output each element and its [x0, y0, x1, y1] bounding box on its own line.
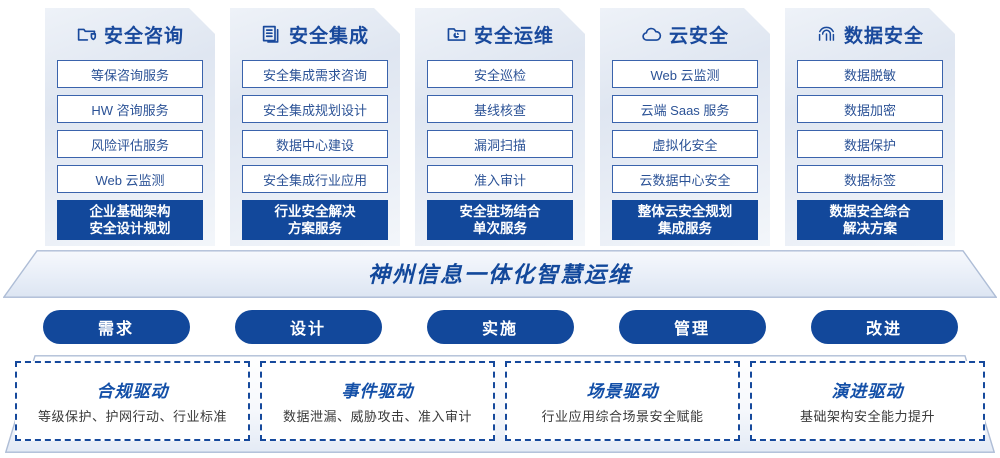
card-highlight-line: 企业基础架构 — [89, 204, 171, 219]
capability-card-security-operations[interactable]: 安全运维 安全巡检 基线核查 漏洞扫描 准入审计 安全驻场结合 单次服务 — [415, 8, 585, 246]
driver-card-evolution[interactable]: 演进驱动 基础架构安全能力提升 — [750, 361, 985, 441]
driver-row: 合规驱动 等级保护、护网行动、行业标准 事件驱动 数据泄漏、威胁攻击、准入审计 … — [0, 361, 1000, 445]
driver-card-incident[interactable]: 事件驱动 数据泄漏、威胁攻击、准入审计 — [260, 361, 495, 441]
folder-chart-icon — [446, 24, 467, 45]
card-item[interactable]: 基线核查 — [427, 95, 573, 123]
card-highlight-line: 安全驻场结合 — [459, 204, 541, 219]
driver-title: 合规驱动 — [96, 382, 169, 401]
capability-card-security-integration[interactable]: 安全集成 安全集成需求咨询 安全集成规划设计 数据中心建设 安全集成行业应用 行… — [230, 8, 400, 246]
capability-card-security-consulting[interactable]: 安全咨询 等保咨询服务 HW 咨询服务 风险评估服务 Web 云监测 企业基础架… — [45, 8, 215, 246]
capability-card-cloud-security[interactable]: 云安全 Web 云监测 云端 Saas 服务 虚拟化安全 云数据中心安全 整体云… — [600, 8, 770, 246]
card-item[interactable]: 数据中心建设 — [242, 130, 388, 158]
driver-subtitle: 数据泄漏、威胁攻击、准入审计 — [282, 409, 472, 424]
card-title: 安全运维 — [473, 25, 554, 47]
card-highlight-line: 方案服务 — [288, 221, 342, 236]
card-item[interactable]: HW 咨询服务 — [57, 95, 203, 123]
card-item[interactable]: 安全集成规划设计 — [242, 95, 388, 123]
lifecycle-pill-demand[interactable]: 需求 — [42, 310, 190, 344]
card-highlight-item[interactable]: 安全驻场结合 单次服务 — [427, 200, 573, 240]
card-item[interactable]: 云数据中心安全 — [612, 165, 758, 193]
documents-copy-icon — [261, 24, 282, 45]
card-item[interactable]: Web 云监测 — [57, 165, 203, 193]
driver-title: 场景驱动 — [586, 382, 659, 401]
card-item[interactable]: Web 云监测 — [612, 60, 758, 88]
card-item[interactable]: 虚拟化安全 — [612, 130, 758, 158]
fingerprint-icon — [816, 24, 837, 45]
driver-card-scenario[interactable]: 场景驱动 行业应用综合场景安全赋能 — [505, 361, 740, 441]
card-highlight-line: 解决方案 — [843, 221, 897, 236]
driver-title: 事件驱动 — [341, 382, 414, 401]
card-header: 安全集成 — [240, 8, 390, 60]
card-highlight-line: 行业安全解决 — [274, 204, 356, 219]
card-title: 安全集成 — [288, 25, 369, 47]
card-item[interactable]: 数据保护 — [797, 130, 943, 158]
capability-card-data-security[interactable]: 数据安全 数据脱敏 数据加密 数据保护 数据标签 数据安全综合 解决方案 — [785, 8, 955, 246]
card-highlight-item[interactable]: 数据安全综合 解决方案 — [797, 200, 943, 240]
card-header: 数据安全 — [795, 8, 945, 60]
card-title: 安全咨询 — [103, 25, 184, 47]
card-title: 数据安全 — [843, 25, 924, 47]
card-item[interactable]: 云端 Saas 服务 — [612, 95, 758, 123]
card-highlight-line: 集成服务 — [658, 221, 712, 236]
card-item[interactable]: 安全巡检 — [427, 60, 573, 88]
card-highlight-line: 数据安全综合 — [829, 204, 911, 219]
card-item[interactable]: 等保咨询服务 — [57, 60, 203, 88]
platform-banner: 神州信息一体化智慧运维 — [3, 250, 997, 298]
card-title: 云安全 — [668, 25, 729, 47]
cloud-icon — [641, 24, 662, 45]
driver-subtitle: 等级保护、护网行动、行业标准 — [37, 409, 227, 424]
card-header: 安全运维 — [425, 8, 575, 60]
card-item[interactable]: 风险评估服务 — [57, 130, 203, 158]
card-highlight-line: 整体云安全规划 — [637, 204, 733, 219]
card-highlight-line: 单次服务 — [473, 221, 527, 236]
card-highlight-item[interactable]: 行业安全解决 方案服务 — [242, 200, 388, 240]
card-highlight-line: 安全设计规划 — [89, 221, 171, 236]
card-item[interactable]: 漏洞扫描 — [427, 130, 573, 158]
lifecycle-pill-implement[interactable]: 实施 — [426, 310, 574, 344]
lifecycle-pill-manage[interactable]: 管理 — [618, 310, 766, 344]
card-item[interactable]: 数据加密 — [797, 95, 943, 123]
card-highlight-item[interactable]: 企业基础架构 安全设计规划 — [57, 200, 203, 240]
lifecycle-pill-improve[interactable]: 改进 — [810, 310, 958, 344]
card-header: 云安全 — [610, 8, 760, 60]
card-item[interactable]: 安全集成需求咨询 — [242, 60, 388, 88]
lifecycle-pill-design[interactable]: 设计 — [234, 310, 382, 344]
lifecycle-pill-row: 需求 设计 实施 管理 改进 — [0, 310, 1000, 344]
card-highlight-item[interactable]: 整体云安全规划 集成服务 — [612, 200, 758, 240]
card-item[interactable]: 安全集成行业应用 — [242, 165, 388, 193]
card-item[interactable]: 数据脱敏 — [797, 60, 943, 88]
driver-title: 演进驱动 — [831, 382, 904, 401]
driver-card-compliance[interactable]: 合规驱动 等级保护、护网行动、行业标准 — [15, 361, 250, 441]
folder-shield-icon — [76, 24, 97, 45]
card-item[interactable]: 准入审计 — [427, 165, 573, 193]
driver-subtitle: 行业应用综合场景安全赋能 — [541, 409, 704, 424]
card-header: 安全咨询 — [55, 8, 205, 60]
platform-banner-title: 神州信息一体化智慧运维 — [367, 262, 632, 287]
capability-card-row: 安全咨询 等保咨询服务 HW 咨询服务 风险评估服务 Web 云监测 企业基础架… — [0, 8, 1000, 248]
driver-subtitle: 基础架构安全能力提升 — [799, 409, 935, 424]
card-item[interactable]: 数据标签 — [797, 165, 943, 193]
